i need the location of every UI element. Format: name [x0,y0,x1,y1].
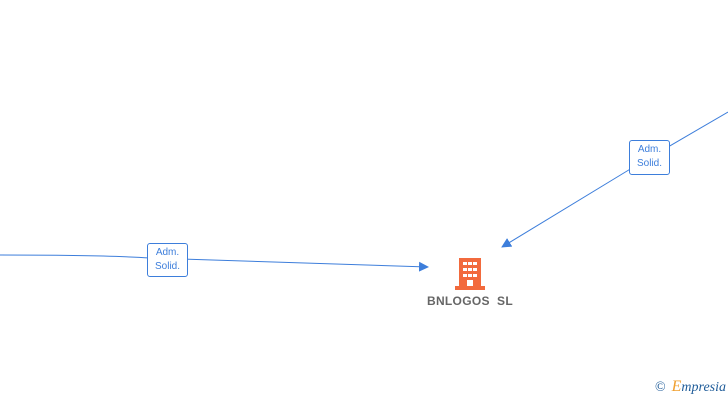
copyright-icon: © [654,380,666,395]
edge-line-left [0,254,429,272]
edge-label-top-right[interactable]: Adm. Solid. [629,140,670,175]
brand-initial: E [671,378,682,395]
company-name: BNLOGOS SL [427,294,513,308]
edge-label-left-line1: Adm. [155,247,180,258]
company-node[interactable]: BNLOGOS SL [420,256,520,308]
edge-label-top-right-line2: Solid. [636,158,662,169]
building-icon [455,258,485,290]
empresia-watermark: © Empresia [655,378,726,396]
edge-label-left-line2: Solid. [154,261,180,272]
brand-name: mpresia [681,380,726,395]
edge-label-left[interactable]: Adm. Solid. [147,243,188,277]
edge-line-top-right [501,111,728,248]
edge-label-top-right-line1: Adm. [637,144,662,155]
